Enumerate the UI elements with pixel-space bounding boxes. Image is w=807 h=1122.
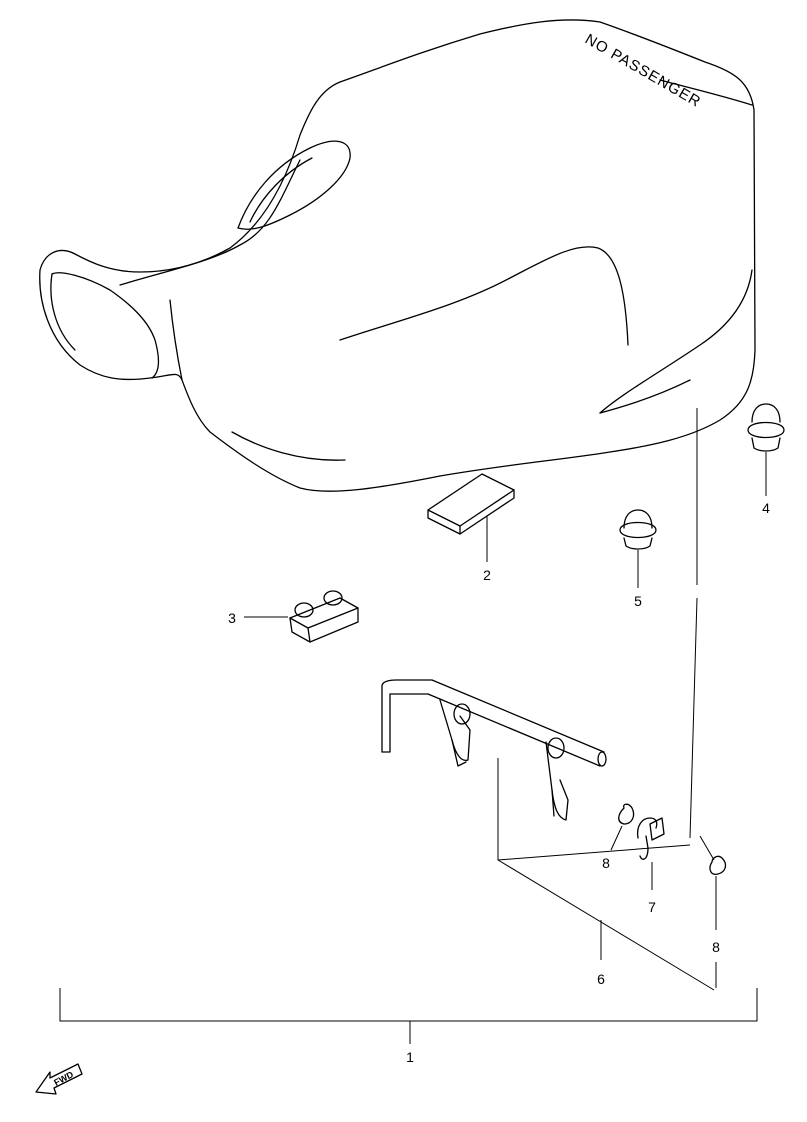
callout-8b: 8 (712, 939, 720, 955)
callout-3: 3 (228, 610, 236, 626)
part-1-bracket (59, 988, 758, 1044)
part-6-lock-bar (381, 679, 715, 991)
callout-1: 1 (406, 1049, 414, 1065)
part-4-bumper (747, 403, 785, 496)
seat-label: NO PASSENGER (582, 31, 704, 111)
callout-7: 7 (648, 899, 656, 915)
fwd-arrow-icon: FWD (35, 1063, 83, 1095)
seat: NO PASSENGER (39, 19, 756, 492)
part-5-bumper (619, 509, 657, 588)
part-2-pad (427, 473, 515, 562)
callout-8a: 8 (602, 855, 610, 871)
part-8b-clip (699, 835, 727, 988)
part-7-pin (636, 817, 665, 890)
part-8a-clip (610, 803, 635, 851)
callout-6: 6 (597, 971, 605, 987)
part-3-cushion (244, 590, 359, 643)
callout-4: 4 (762, 500, 770, 516)
callout-2: 2 (483, 567, 491, 583)
callout-5: 5 (634, 593, 642, 609)
